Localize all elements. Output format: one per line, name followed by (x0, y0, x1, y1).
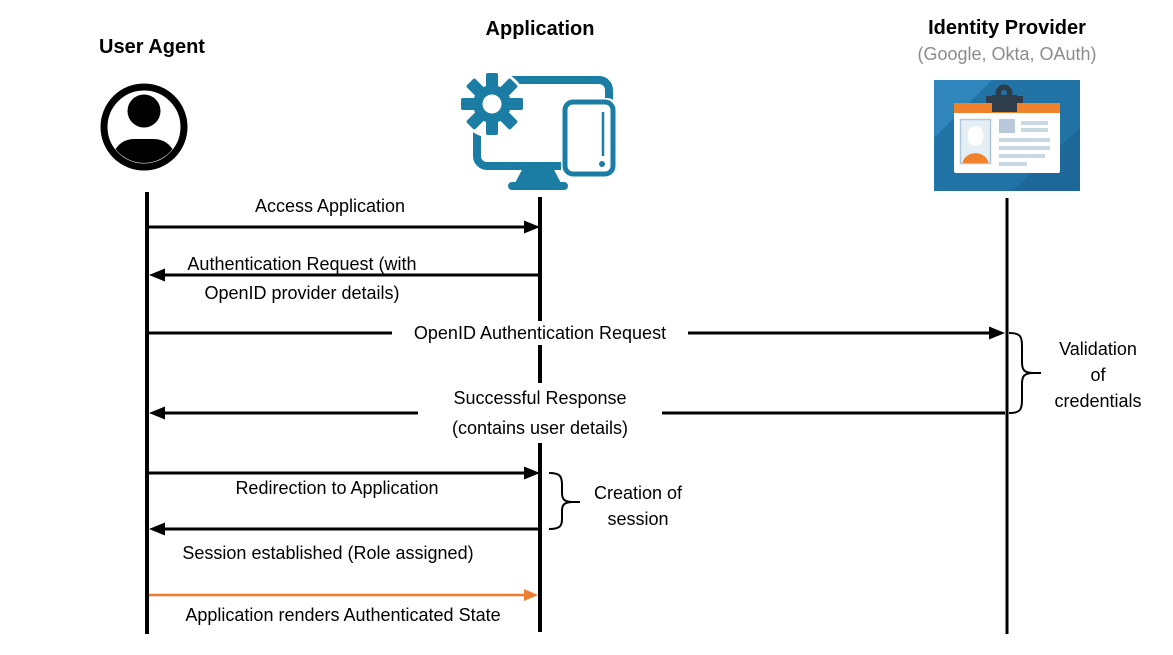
actor-title-identity-provider: Identity Provider (928, 17, 1086, 39)
clip-front (992, 95, 1017, 112)
clip-hole (1001, 90, 1007, 96)
annotation-line: Creation of (593, 483, 683, 503)
phone-shape (561, 98, 617, 178)
arrowhead (149, 268, 165, 282)
message-label-redirection-to-application: Redirection to Application (235, 478, 439, 498)
annotation-validation-of-credentials: Validation of credentials (1036, 336, 1160, 414)
message-line: OpenID provider details) (204, 283, 400, 303)
photo-shoulders (962, 153, 989, 163)
message-label-access-application: Access Application (254, 196, 406, 216)
actor-title-user-agent: User Agent (99, 36, 205, 58)
user-icon (100, 83, 188, 171)
validation-brace (1008, 332, 1041, 414)
arrowhead (989, 326, 1005, 340)
application-devices-icon (458, 70, 617, 190)
message-label-openid-authentication-request: OpenID Authentication Request (392, 321, 688, 345)
arrowhead (149, 522, 165, 536)
actor-title-application: Application (485, 18, 595, 40)
card-text-lines (999, 121, 1050, 166)
message-line: (contains user details) (451, 418, 629, 438)
monitor-stand (514, 164, 562, 185)
arrow-session-established (149, 522, 538, 536)
annotation-line: Validation (1059, 339, 1137, 359)
card-photo-thumb (999, 119, 1015, 133)
photo-head (967, 126, 984, 146)
annotation-creation-of-session: Creation of session (578, 480, 698, 532)
user-shoulders (112, 139, 176, 163)
creation-brace (548, 472, 580, 530)
id-card-icon (934, 80, 1080, 191)
user-head (127, 94, 161, 128)
actor-subtitle-identity-provider: (Google, Okta, OAuth) (917, 44, 1097, 64)
arrowhead (524, 466, 540, 480)
message-line: Authentication Request (with (187, 254, 417, 274)
monitor-base (508, 182, 568, 190)
message-label-successful-response: Successful Response (contains user detai… (418, 383, 662, 443)
arrowhead (149, 406, 165, 420)
arrowhead (524, 589, 538, 601)
arrow-renders-authenticated-state (149, 589, 538, 601)
arrow-redirection-to-application (149, 466, 540, 480)
annotation-line: of (1090, 365, 1106, 385)
arrow-access-application (149, 220, 540, 234)
annotation-line: session (607, 509, 669, 529)
message-label-renders-authenticated-state: Application renders Authenticated State (185, 605, 501, 625)
arrowhead (524, 220, 540, 234)
message-line: Successful Response (453, 388, 627, 408)
gear-icon (461, 73, 523, 135)
message-label-authentication-request: Authentication Request (with OpenID prov… (152, 250, 452, 308)
message-label-session-established: Session established (Role assigned) (182, 543, 474, 563)
annotation-line: credentials (1054, 391, 1142, 411)
arrow-authentication-request (149, 268, 538, 282)
